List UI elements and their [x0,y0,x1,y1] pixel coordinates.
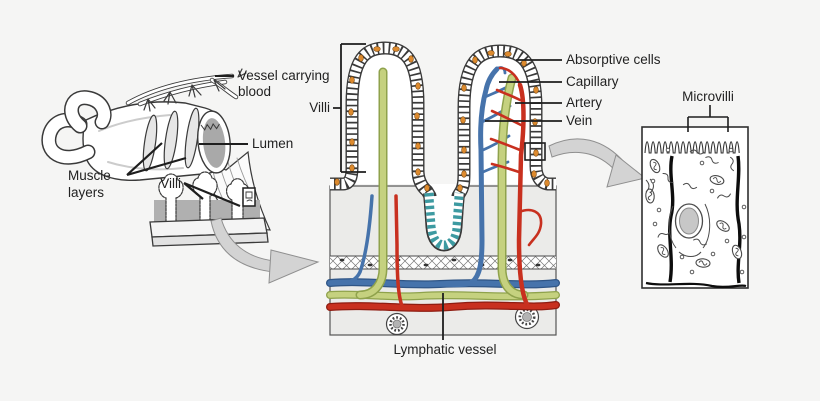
crypt [423,192,465,252]
microvilli-fringe [644,141,740,154]
muscle-rings [142,107,200,172]
magnifier-box [242,187,256,207]
label-capillary: Capillary [566,74,619,89]
goblet-cells [334,46,550,192]
zoom-arrow-villi-icon [210,217,320,284]
magnified-region-box [524,142,546,161]
label-muscle-layers-2: layers [68,185,104,200]
microvilli-inset [641,126,749,289]
intestine-illustration [41,68,271,247]
label-muscle-layers: Muscle [68,168,111,183]
villi-bracket [333,43,366,173]
intestine-twist [41,90,112,165]
label-lymphatic-vessel: Lymphatic vessel [393,342,496,357]
labels: Vessel carrying blood Lumen Muscle layer… [68,52,734,357]
label-microvilli: Microvilli [682,89,734,104]
cell-membranes [645,155,747,289]
microvilli-bracket [687,105,729,132]
label-villi-section: Villi [309,100,330,115]
label-lumen: Lumen [252,136,293,151]
artery-left-villus [394,194,404,308]
villus-cross-section [326,41,560,336]
label-absorptive-cells: Absorptive cells [566,52,661,67]
zoom-arrow-microvilli-icon [548,138,647,188]
villi-cutaway [149,171,269,247]
label-vein: Vein [566,113,592,128]
vesicles [650,147,747,275]
label-vessel-carrying-blood: Vessel carrying [238,68,330,83]
label-villi-intestine: Villi [160,176,181,191]
label-artery: Artery [566,95,602,110]
surface-blood-vessels [125,68,247,112]
lumen-opening [197,110,231,174]
vein-left-villus [338,194,374,285]
vein-trunk [427,66,500,287]
nucleus [668,203,711,257]
leader-lines [126,43,729,340]
label-vessel-carrying-blood-2: blood [238,84,271,99]
vessel-cross-sections [385,304,540,336]
